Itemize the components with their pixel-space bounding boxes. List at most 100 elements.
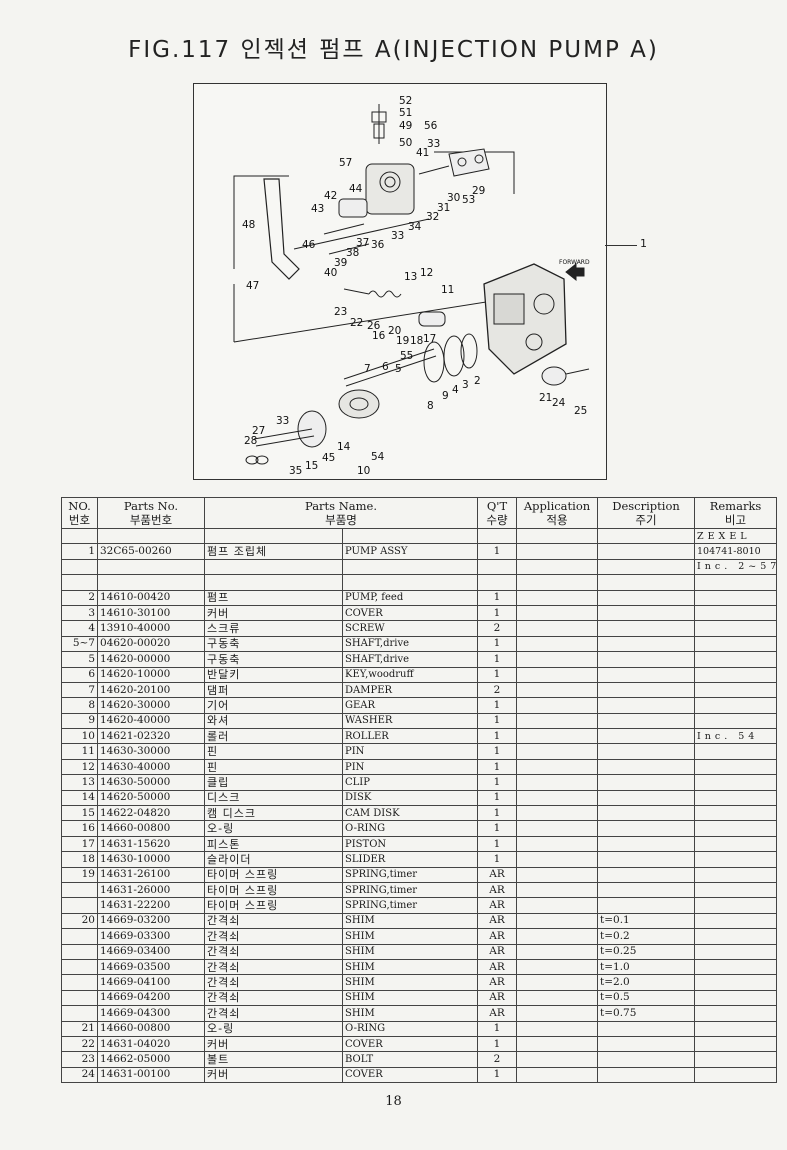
cell-application	[516, 912, 599, 930]
cell-remarks	[694, 681, 778, 699]
cell-application	[516, 897, 599, 914]
svg-text:55: 55	[400, 350, 413, 362]
cell-application	[516, 712, 599, 730]
cell-remarks	[694, 712, 778, 730]
svg-text:56: 56	[424, 120, 438, 132]
svg-text:57: 57	[339, 157, 352, 169]
cell-quantity: 1	[477, 604, 518, 622]
cell-application	[516, 574, 599, 591]
cell-row-number: 22	[61, 1035, 98, 1053]
cell-part-name-korean: 핀	[204, 758, 343, 776]
cell-part-number: 14669-03300	[97, 928, 205, 945]
cell-part-number: 14620-30000	[97, 697, 205, 714]
cell-part-name-korean: 핀	[204, 743, 343, 760]
svg-text:27: 27	[252, 425, 265, 437]
cell-quantity: 1	[477, 743, 518, 760]
cell-row-number	[61, 943, 98, 960]
cell-application	[516, 851, 599, 868]
cell-part-name-english: SCREW	[341, 620, 479, 637]
cell-row-number: 7	[61, 681, 98, 699]
cell-quantity: AR	[477, 897, 518, 914]
cell-part-name-korean: 오-링	[204, 820, 343, 837]
svg-text:16: 16	[372, 330, 386, 342]
cell-part-name-english: SPRING,timer	[341, 866, 479, 883]
cell-part-number: 14631-04020	[97, 1035, 205, 1053]
cell-part-name-english: O-RING	[341, 820, 479, 837]
cell-description	[597, 743, 696, 760]
cell-row-number: 3	[61, 604, 98, 622]
cell-row-number: 17	[61, 835, 98, 853]
cell-description	[597, 866, 696, 883]
cell-description	[597, 527, 696, 545]
cell-remarks	[694, 758, 778, 776]
cell-row-number: 6	[61, 666, 98, 683]
cell-description: t=0.25	[597, 943, 696, 960]
svg-text:40: 40	[324, 267, 337, 279]
cell-part-name-english: PUMP, feed	[341, 589, 479, 606]
cell-part-number: 14669-04300	[97, 1005, 205, 1022]
cell-row-number: 5	[61, 651, 98, 668]
cell-application	[516, 943, 599, 960]
cell-remarks	[694, 866, 778, 883]
cell-remarks	[694, 897, 778, 914]
svg-text:26: 26	[367, 320, 381, 332]
cell-part-number: 14669-03500	[97, 958, 205, 976]
cell-part-name-korean: 간격쇠	[204, 928, 343, 945]
cell-remarks: Inc. 54	[694, 728, 778, 745]
cell-description	[597, 620, 696, 637]
svg-text:33: 33	[276, 415, 289, 427]
cell-row-number	[61, 928, 98, 945]
cell-application	[516, 728, 599, 745]
cell-row-number: 23	[61, 1051, 98, 1068]
cell-row-number: 15	[61, 805, 98, 822]
cell-quantity: 2	[477, 681, 518, 699]
cell-part-number: 32C65-00260	[97, 543, 205, 560]
cell-description	[597, 574, 696, 591]
cell-application	[516, 835, 599, 853]
cell-description	[597, 1051, 696, 1068]
cell-row-number	[61, 527, 98, 545]
cell-remarks: ZEXEL	[694, 527, 778, 545]
cell-description	[597, 835, 696, 853]
cell-quantity: AR	[477, 912, 518, 930]
cell-quantity: 1	[477, 805, 518, 822]
cell-quantity: AR	[477, 928, 518, 945]
cell-row-number: 21	[61, 1020, 98, 1037]
cell-row-number: 2	[61, 589, 98, 606]
cell-application	[516, 758, 599, 776]
cell-part-name-korean	[204, 574, 343, 591]
cell-row-number: 1	[61, 543, 98, 560]
header-parts-name: Parts Name. 부품명	[203, 497, 479, 529]
cell-remarks	[694, 789, 778, 807]
svg-text:10: 10	[357, 465, 370, 477]
cell-description	[597, 589, 696, 606]
cell-part-number: 14630-10000	[97, 851, 205, 868]
cell-row-number: 4	[61, 620, 98, 637]
cell-part-name-korean: 간격쇠	[204, 974, 343, 991]
svg-text:54: 54	[371, 451, 385, 463]
cell-part-number: 14620-00000	[97, 651, 205, 668]
cell-row-number	[61, 574, 98, 591]
cell-description	[597, 666, 696, 683]
cell-application	[516, 1066, 599, 1084]
cell-description: t=0.2	[597, 928, 696, 945]
cell-remarks	[694, 589, 778, 606]
header-description-text: Description 주기	[612, 499, 680, 527]
svg-text:25: 25	[574, 405, 587, 417]
cell-application	[516, 974, 599, 991]
cell-part-name-korean: 커버	[204, 1035, 343, 1053]
cell-description: t=0.75	[597, 1005, 696, 1022]
svg-text:31: 31	[437, 202, 450, 214]
svg-text:38: 38	[346, 247, 359, 259]
